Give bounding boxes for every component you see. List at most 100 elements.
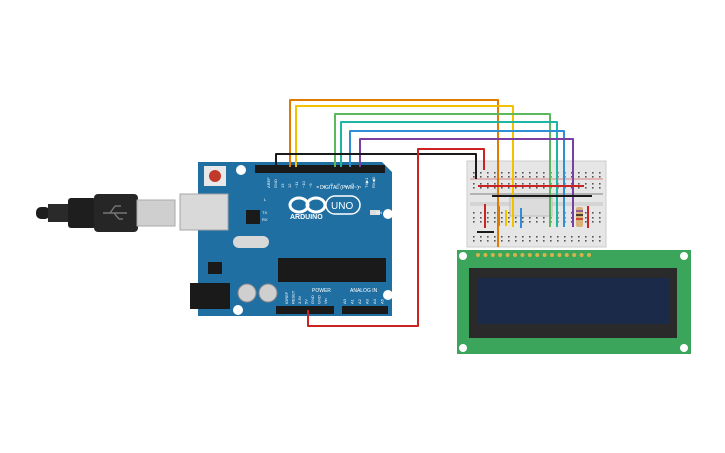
lcd-pin[interactable] xyxy=(527,253,532,257)
breadboard-hole[interactable] xyxy=(599,212,601,214)
breadboard-hole[interactable] xyxy=(515,217,517,219)
breadboard-hole[interactable] xyxy=(522,217,524,219)
breadboard-hole[interactable] xyxy=(578,183,580,185)
breadboard-hole[interactable] xyxy=(522,236,524,238)
lcd-pin[interactable] xyxy=(557,253,562,257)
breadboard-hole[interactable] xyxy=(543,236,545,238)
breadboard-hole[interactable] xyxy=(536,221,538,223)
breadboard-hole[interactable] xyxy=(522,240,524,242)
breadboard-hole[interactable] xyxy=(599,172,601,174)
breadboard-hole[interactable] xyxy=(508,236,510,238)
breadboard-hole[interactable] xyxy=(529,187,531,189)
breadboard-hole[interactable] xyxy=(529,183,531,185)
breadboard-hole[interactable] xyxy=(543,221,545,223)
lcd-pin[interactable] xyxy=(564,253,569,257)
breadboard-hole[interactable] xyxy=(599,187,601,189)
breadboard-hole[interactable] xyxy=(473,217,475,219)
breadboard-hole[interactable] xyxy=(557,240,559,242)
breadboard-hole[interactable] xyxy=(571,176,573,178)
breadboard-hole[interactable] xyxy=(508,212,510,214)
breadboard-hole[interactable] xyxy=(473,236,475,238)
breadboard-hole[interactable] xyxy=(529,176,531,178)
breadboard-hole[interactable] xyxy=(599,217,601,219)
breadboard-hole[interactable] xyxy=(515,183,517,185)
breadboard-hole[interactable] xyxy=(487,221,489,223)
breadboard-hole[interactable] xyxy=(501,240,503,242)
breadboard-hole[interactable] xyxy=(515,221,517,223)
breadboard-hole[interactable] xyxy=(494,176,496,178)
breadboard-hole[interactable] xyxy=(508,240,510,242)
breadboard-hole[interactable] xyxy=(487,240,489,242)
breadboard-hole[interactable] xyxy=(522,176,524,178)
breadboard-hole[interactable] xyxy=(508,221,510,223)
breadboard-hole[interactable] xyxy=(585,183,587,185)
breadboard-hole[interactable] xyxy=(494,172,496,174)
breadboard-hole[interactable] xyxy=(473,172,475,174)
breadboard-hole[interactable] xyxy=(522,221,524,223)
reset-button[interactable] xyxy=(209,170,221,182)
breadboard-hole[interactable] xyxy=(494,240,496,242)
breadboard-hole[interactable] xyxy=(515,176,517,178)
breadboard-hole[interactable] xyxy=(487,183,489,185)
breadboard-hole[interactable] xyxy=(487,217,489,219)
wire-red[interactable] xyxy=(307,148,485,327)
breadboard-hole[interactable] xyxy=(571,240,573,242)
breadboard-hole[interactable] xyxy=(529,240,531,242)
breadboard-hole[interactable] xyxy=(494,236,496,238)
breadboard-hole[interactable] xyxy=(473,221,475,223)
breadboard-hole[interactable] xyxy=(592,172,594,174)
breadboard-hole[interactable] xyxy=(487,212,489,214)
breadboard-hole[interactable] xyxy=(480,221,482,223)
breadboard-hole[interactable] xyxy=(515,240,517,242)
breadboard-hole[interactable] xyxy=(571,187,573,189)
breadboard-hole[interactable] xyxy=(578,236,580,238)
breadboard-hole[interactable] xyxy=(585,176,587,178)
breadboard-hole[interactable] xyxy=(487,236,489,238)
lcd-pin[interactable] xyxy=(572,253,577,257)
breadboard-hole[interactable] xyxy=(473,240,475,242)
breadboard-hole[interactable] xyxy=(585,187,587,189)
breadboard-hole[interactable] xyxy=(564,240,566,242)
breadboard-hole[interactable] xyxy=(592,187,594,189)
breadboard-hole[interactable] xyxy=(550,240,552,242)
lcd-16x2[interactable] xyxy=(457,250,691,354)
breadboard-hole[interactable] xyxy=(585,172,587,174)
breadboard-hole[interactable] xyxy=(578,240,580,242)
breadboard-hole[interactable] xyxy=(480,172,482,174)
breadboard-hole[interactable] xyxy=(487,187,489,189)
breadboard-hole[interactable] xyxy=(494,212,496,214)
arduino-uno-board[interactable]: ARDUINO UNO DIGITAL (PWM~) POWER ANALOG … xyxy=(179,162,393,316)
breadboard-hole[interactable] xyxy=(480,176,482,178)
lcd-pin[interactable] xyxy=(483,253,488,257)
lcd-pin[interactable] xyxy=(542,253,547,257)
breadboard-hole[interactable] xyxy=(585,221,587,223)
wire-green[interactable] xyxy=(334,113,551,227)
breadboard-hole[interactable] xyxy=(599,240,601,242)
lcd-pin[interactable] xyxy=(587,253,591,257)
breadboard-hole[interactable] xyxy=(480,217,482,219)
breadboard-hole[interactable] xyxy=(473,176,475,178)
breadboard-hole[interactable] xyxy=(571,212,573,214)
breadboard-hole[interactable] xyxy=(543,240,545,242)
breadboard-hole[interactable] xyxy=(515,172,517,174)
lcd-pin[interactable] xyxy=(550,253,554,257)
breadboard-hole[interactable] xyxy=(522,187,524,189)
resistor[interactable] xyxy=(576,207,583,227)
breadboard-hole[interactable] xyxy=(536,183,538,185)
lcd-pin[interactable] xyxy=(535,253,540,257)
breadboard-hole[interactable] xyxy=(536,240,538,242)
breadboard-hole[interactable] xyxy=(487,176,489,178)
breadboard-hole[interactable] xyxy=(529,172,531,174)
breadboard-hole[interactable] xyxy=(494,221,496,223)
breadboard[interactable] xyxy=(466,160,607,248)
breadboard-hole[interactable] xyxy=(543,187,545,189)
lcd-pin[interactable] xyxy=(498,253,503,257)
breadboard-hole[interactable] xyxy=(599,236,601,238)
breadboard-hole[interactable] xyxy=(592,217,594,219)
breadboard-hole[interactable] xyxy=(508,217,510,219)
wire-black[interactable] xyxy=(275,153,477,179)
breadboard-hole[interactable] xyxy=(585,212,587,214)
breadboard-hole[interactable] xyxy=(480,183,482,185)
breadboard-hole[interactable] xyxy=(536,176,538,178)
lcd-pin[interactable] xyxy=(513,253,517,257)
